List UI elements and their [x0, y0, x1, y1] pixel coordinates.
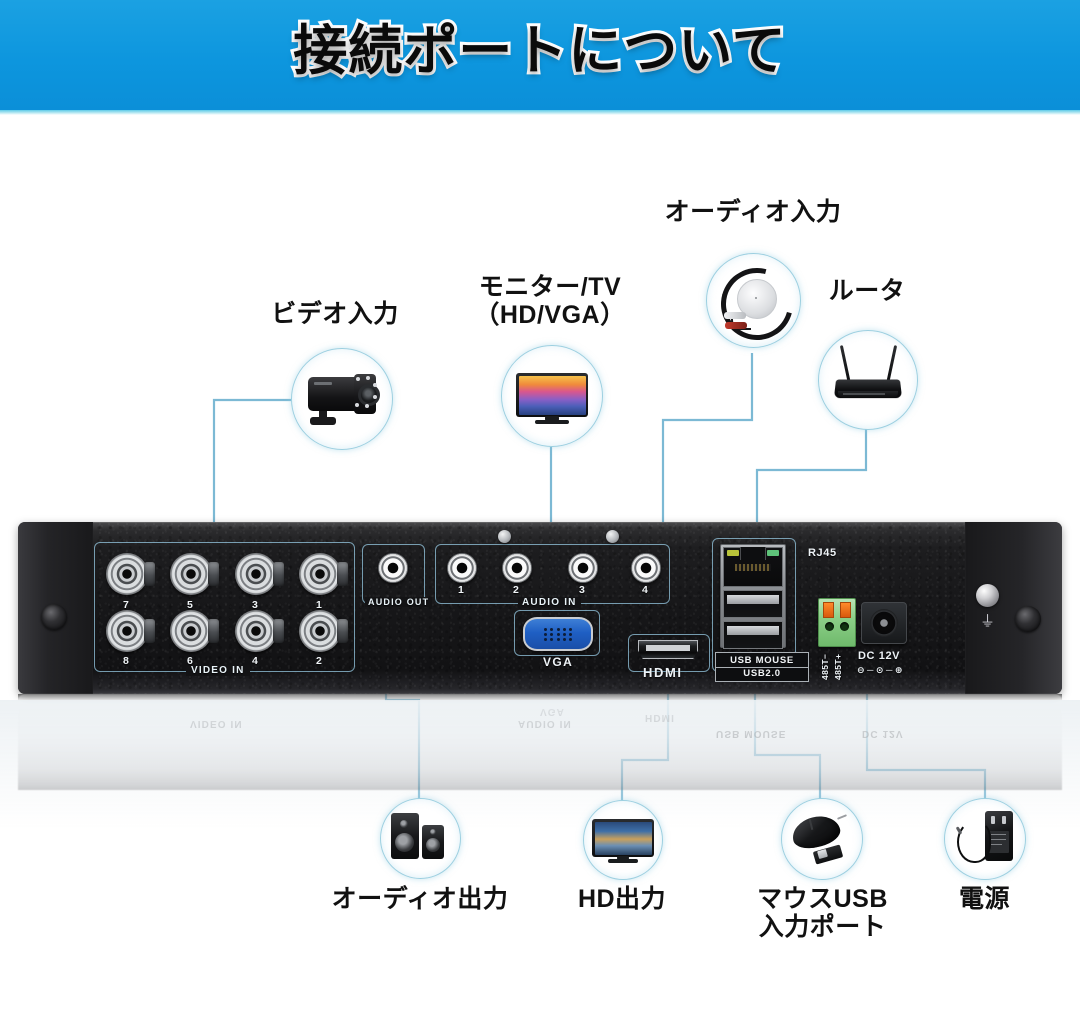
icon-bubble-power-adapter	[944, 798, 1026, 880]
power-cable	[957, 821, 991, 863]
bnc-label-3: 3	[252, 599, 258, 611]
rj45-usb-stack	[720, 544, 786, 649]
label-hd-out: HD出力	[577, 885, 667, 913]
bnc-port-2[interactable]	[299, 610, 348, 652]
icon-bubble-microphone	[706, 253, 801, 348]
label-video-in: ビデオ入力	[271, 300, 399, 328]
rca-label-1: 1	[458, 584, 464, 596]
bnc-label-6: 6	[187, 655, 193, 667]
rs485-label-plus: 485T+	[833, 653, 843, 680]
rj45-label: RJ45	[808, 547, 837, 559]
rca-audio-in-2[interactable]	[502, 553, 532, 583]
dc-power-label: DC 12V	[858, 650, 901, 662]
vga-label: VGA	[543, 655, 574, 669]
rs485-label-minus: 485T−	[820, 653, 830, 680]
banner-bottom-edge	[0, 110, 1080, 115]
label-power: 電源	[958, 885, 1010, 913]
hdmi-port[interactable]	[638, 640, 698, 659]
vga-group	[514, 610, 600, 656]
rs485-screw-plus	[840, 602, 851, 618]
rca-label-3: 3	[579, 584, 585, 596]
usb-port-2[interactable]	[723, 621, 783, 649]
icon-bubble-tv	[583, 800, 663, 880]
dc-power-jack[interactable]	[861, 602, 907, 644]
rca-audio-in-4[interactable]	[631, 553, 661, 583]
label-monitor-tv: モニター/TV （HD/VGA）	[474, 273, 626, 329]
rj45-led-right	[767, 550, 779, 556]
right-corner-screw	[1015, 606, 1041, 632]
ground-symbol: ⏚	[979, 613, 995, 630]
label-audio-out: オーディオ出力	[331, 885, 509, 913]
rca-plug-red	[725, 322, 747, 329]
label-router: ルータ	[828, 277, 906, 305]
bnc-label-1: 1	[316, 599, 322, 611]
bnc-port-4[interactable]	[235, 610, 284, 652]
rca-audio-in-1[interactable]	[447, 553, 477, 583]
icon-bubble-monitor	[501, 345, 603, 447]
audio-in-caption: AUDIO IN	[518, 597, 581, 608]
icon-bubble-router	[818, 330, 918, 430]
rj45-led-left	[727, 550, 739, 556]
bnc-label-4: 4	[252, 655, 258, 667]
bnc-port-5[interactable]	[170, 553, 219, 595]
usb-caption-top: USB MOUSE	[730, 654, 794, 666]
vga-screw-right	[606, 530, 619, 543]
icon-bubble-cctv-camera	[291, 348, 393, 450]
dvr-rear-panel: ⏚ VIDEO IN 7 5 3 1 8 6 4 2 AUDIO OUT AUD…	[18, 522, 1062, 694]
rj45-ethernet-port[interactable]	[723, 547, 783, 587]
rca-audio-in-3[interactable]	[568, 553, 598, 583]
icon-bubble-mouse-usb	[781, 798, 863, 880]
bnc-port-8[interactable]	[106, 610, 155, 652]
vga-screw-left	[498, 530, 511, 543]
left-corner-screw	[41, 604, 67, 630]
hdmi-label: HDMI	[643, 665, 683, 680]
hdmi-group	[628, 634, 710, 672]
video-in-caption: VIDEO IN	[186, 665, 250, 676]
device-drop-shadow	[18, 694, 1062, 701]
bnc-port-6[interactable]	[170, 610, 219, 652]
label-audio-in: オーディオ入力	[664, 198, 842, 226]
rca-label-2: 2	[513, 584, 519, 596]
rs485-screw-minus	[823, 602, 834, 618]
usb-port-1[interactable]	[723, 590, 783, 618]
label-mouse-usb: マウスUSB 入力ポート	[757, 885, 888, 941]
bnc-port-7[interactable]	[106, 553, 155, 595]
rca-label-4: 4	[642, 584, 648, 596]
bnc-port-1[interactable]	[299, 553, 348, 595]
floor-glow	[0, 700, 1080, 830]
header-banner	[0, 0, 1080, 110]
rs485-hole-minus	[825, 622, 834, 631]
usb-caption-box: USB MOUSE USB2.0	[715, 652, 809, 682]
ground-screw	[976, 584, 999, 607]
rca-audio-out-port[interactable]	[378, 553, 408, 583]
page-title: 接続ポートについて	[290, 18, 788, 84]
icon-bubble-speakers	[380, 798, 461, 879]
dc-polarity-label: ⊖ ─ ⊙ ─ ⊕	[857, 665, 903, 675]
audio-out-caption: AUDIO OUT	[365, 597, 433, 607]
bnc-port-3[interactable]	[235, 553, 284, 595]
chassis-right-face	[965, 522, 1062, 694]
bnc-label-2: 2	[316, 655, 322, 667]
rs485-terminal-block[interactable]	[818, 598, 856, 647]
bnc-label-5: 5	[187, 599, 193, 611]
usb-caption-bottom: USB2.0	[743, 667, 781, 679]
bnc-label-7: 7	[123, 599, 129, 611]
vga-port[interactable]	[523, 617, 593, 651]
bnc-label-8: 8	[123, 655, 129, 667]
rca-plug-white	[724, 312, 746, 319]
rs485-hole-plus	[840, 622, 849, 631]
